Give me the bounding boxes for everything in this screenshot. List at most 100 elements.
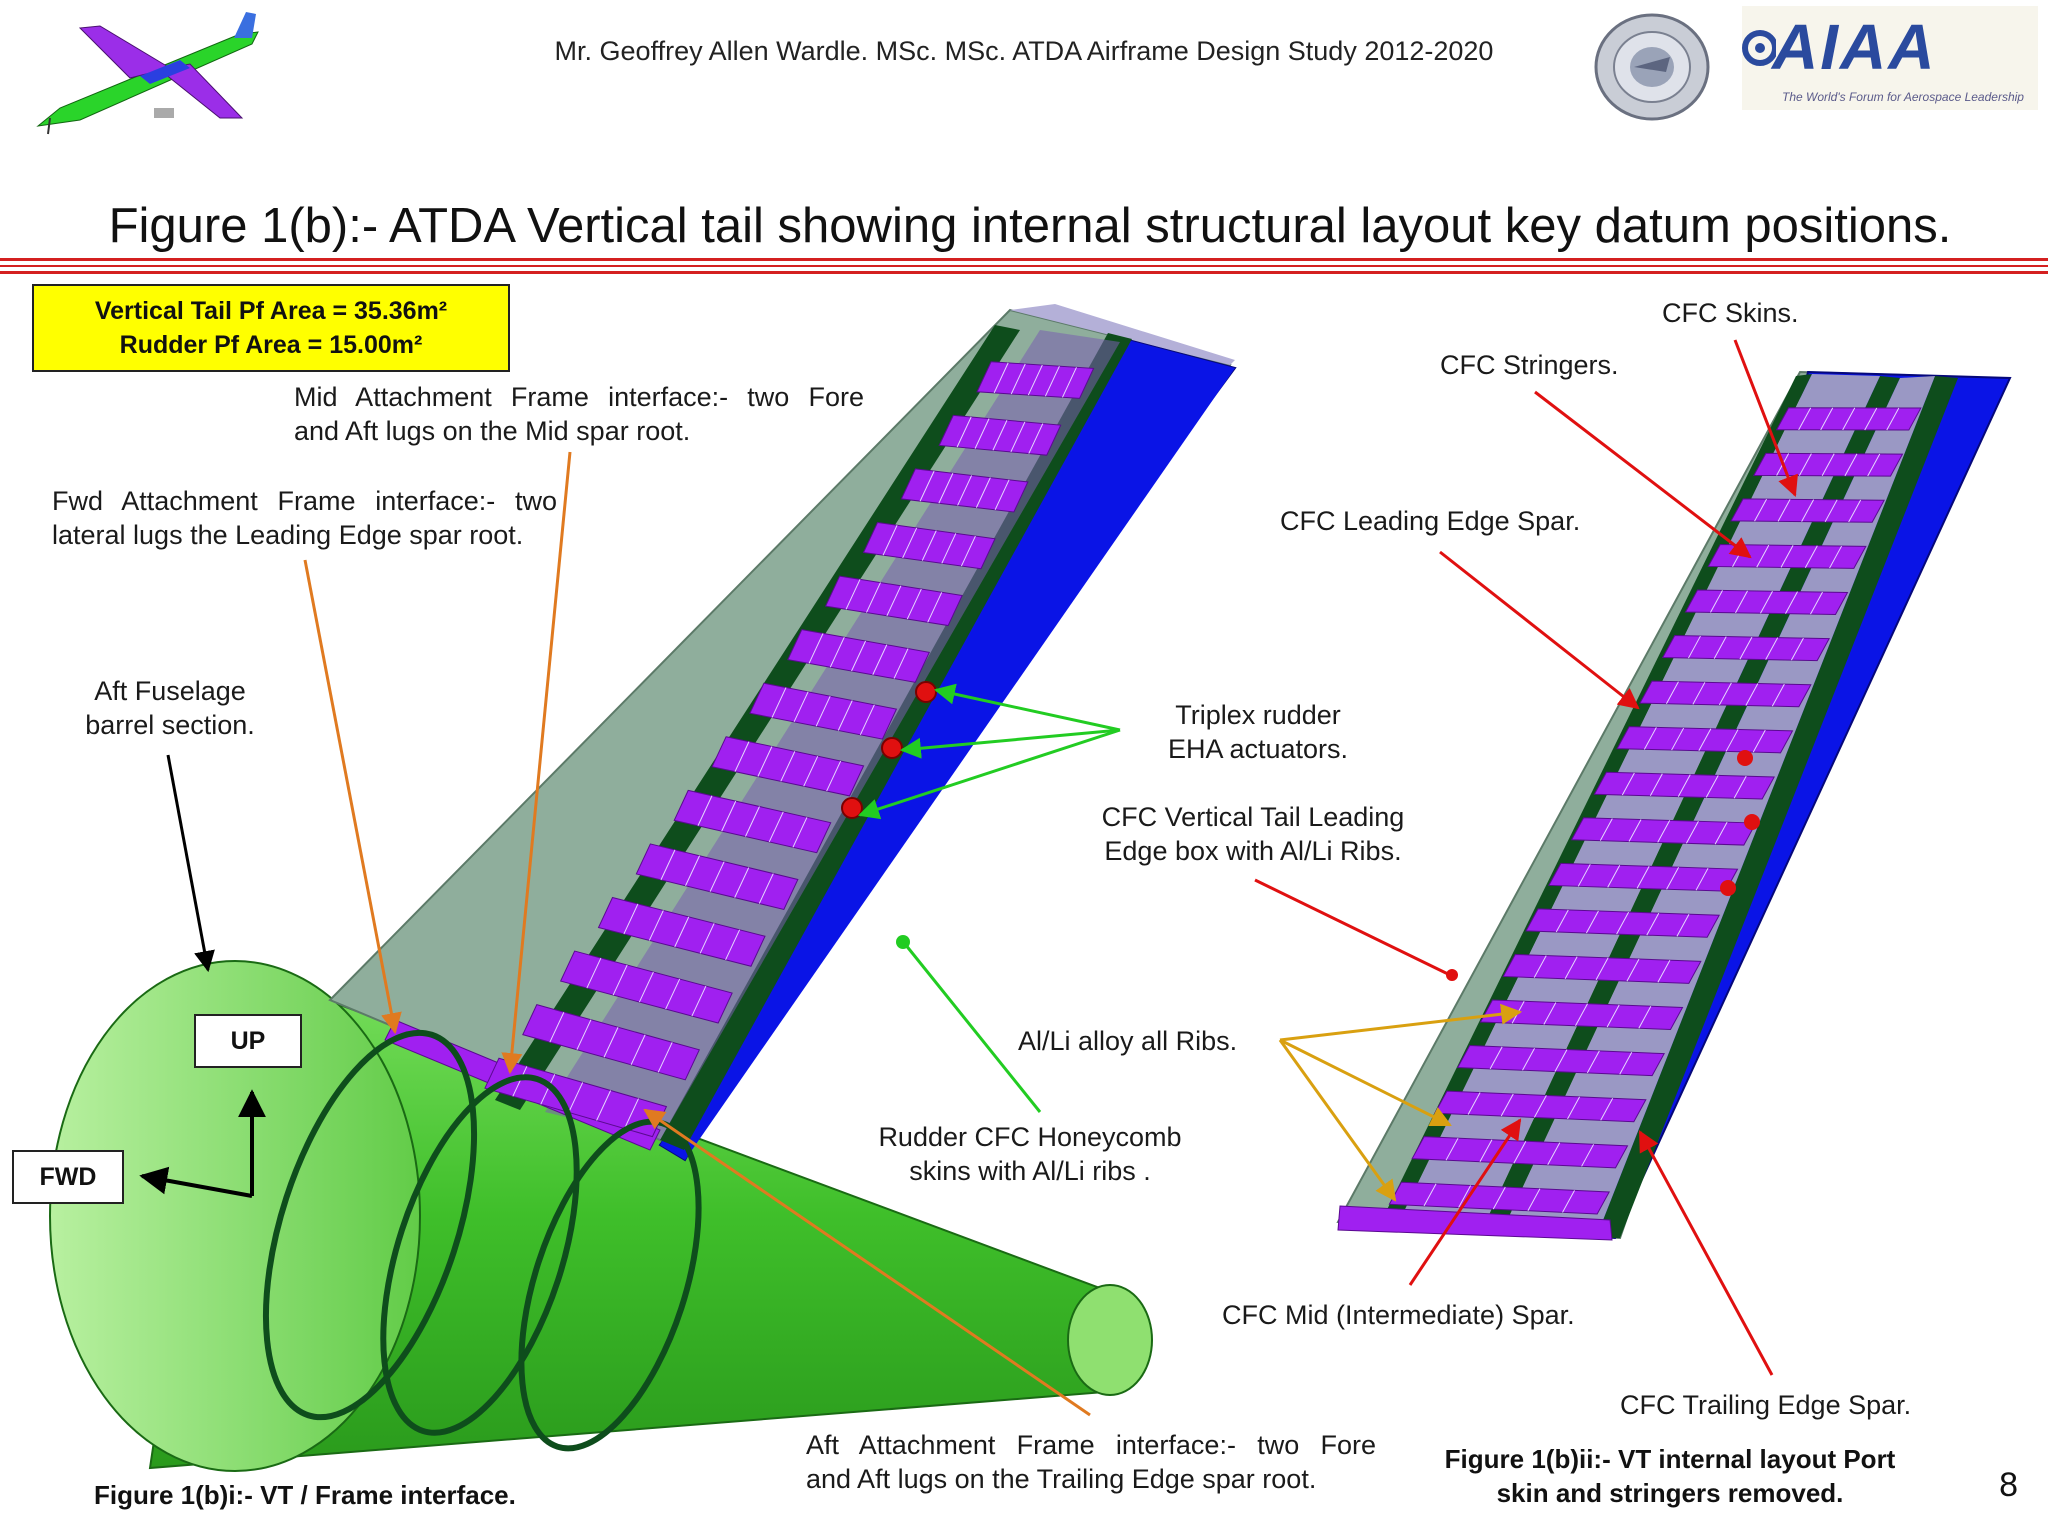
left-stringer [956, 416, 972, 448]
le-box-label-2: Edge box with Al/Li Ribs. [1104, 836, 1402, 866]
left-stringer [866, 582, 881, 613]
right-stringer [1848, 499, 1862, 523]
left-stringer [815, 695, 831, 727]
right-stringer [1423, 1183, 1437, 1207]
cfc-skins-label: CFC Skins. [1662, 298, 1799, 328]
planform-area-box: Vertical Tail Pf Area = 35.36m² Rudder P… [32, 284, 510, 372]
left-stringer [697, 795, 713, 826]
right-stringer [1586, 1050, 1600, 1074]
left-stringer [721, 800, 737, 832]
eha-actuators-right [1720, 750, 1760, 896]
right-stringer [1713, 636, 1727, 659]
left-stringer [638, 971, 654, 1003]
left-stringer [549, 1011, 565, 1043]
right-stringer [1522, 1048, 1535, 1071]
left-stringer [699, 923, 715, 954]
mid-attach-label-2: and Aft lugs on the Mid spar root. [294, 416, 691, 446]
triplex-label-2: EHA actuators. [1167, 734, 1349, 764]
cfc-te-spar-label: CFC Trailing Edge Spar. [1620, 1390, 1912, 1420]
left-stringer [927, 592, 943, 623]
left-stringer [974, 418, 990, 449]
left-stringer [685, 855, 700, 886]
aircraft-thumbnail-icon [36, 12, 259, 135]
aft-attach-label-1: Aft Attachment Frame interface:- two For… [806, 1430, 1376, 1460]
left-stringer [872, 644, 888, 675]
cfc-stringers-label: CFC Stringers. [1440, 350, 1619, 380]
alli-ribs-label: Al/Li alloy all Ribs. [1018, 1026, 1238, 1056]
rudder-label-2: skins with Al/Li ribs . [909, 1156, 1151, 1186]
left-stringer [893, 648, 909, 679]
le-box-label-1: CFC Vertical Tail Leading [1101, 802, 1405, 832]
right-stringer [1458, 1185, 1472, 1208]
right-stringer [1756, 544, 1770, 568]
right-stringer [1688, 635, 1701, 659]
right-stringer [1671, 727, 1685, 751]
left-stringer [808, 633, 824, 664]
left-stringer [886, 585, 902, 617]
right-stringer [1760, 591, 1773, 614]
title-rule-mid [0, 265, 2048, 267]
left-stringer [725, 929, 741, 961]
right-stringer [1562, 1190, 1575, 1213]
left-stringer [845, 579, 861, 610]
right-stringer [1467, 1092, 1481, 1115]
right-stringer [1567, 1096, 1580, 1120]
left-stringer [512, 1066, 528, 1097]
left-stringer [829, 636, 845, 668]
aft-fuselage-label-1: Aft Fuselage [94, 676, 246, 706]
right-stringer [1798, 407, 1812, 431]
right-stringer [1657, 820, 1671, 843]
left-stringer [768, 811, 784, 843]
right-stringer [1600, 1098, 1614, 1121]
rudder-area-text: Rudder Pf Area = 15.00m² [119, 331, 423, 359]
right-stringer [1821, 453, 1835, 476]
raes-seal-icon [1594, 13, 1710, 121]
right-stringer [1606, 1004, 1620, 1028]
left-stringer [674, 916, 690, 948]
leader-arrows [139, 339, 1798, 1417]
right-stringer [1619, 1052, 1633, 1075]
right-stringer [1554, 1049, 1568, 1072]
aiaa-swirl-icon [1742, 30, 1776, 66]
right-stringer [1798, 453, 1812, 476]
right-stringer [1705, 775, 1719, 798]
triplex-label-1: Triplex rudder [1175, 700, 1341, 730]
left-stringer [792, 817, 808, 848]
cfc-le-spar-label: CFC Leading Edge Spar. [1280, 506, 1581, 536]
left-stringer [1044, 365, 1060, 397]
right-stringer [1665, 681, 1679, 704]
right-stringer [1733, 775, 1747, 799]
cfc-mid-spar-label: CFC Mid (Intermediate) Spar. [1222, 1300, 1575, 1330]
right-stringer [1595, 957, 1609, 981]
right-stringer [1780, 545, 1794, 568]
right-stringer [1790, 637, 1804, 661]
right-stringer [1844, 453, 1858, 477]
left-stringer [960, 535, 976, 567]
right-stringer [1643, 727, 1657, 750]
right-stringer [1581, 1144, 1595, 1167]
right-stringer [1810, 591, 1823, 615]
right-stringer [1676, 913, 1690, 937]
left-stringer [745, 806, 760, 837]
right-stringer [1714, 821, 1728, 845]
left-stringer [596, 1090, 612, 1121]
right-stringer [1513, 1141, 1527, 1164]
right-stringer [1785, 591, 1798, 614]
right-stringer [1492, 1186, 1506, 1210]
left-stringer [906, 588, 922, 620]
right-stringer [1666, 866, 1680, 890]
right-stringer [1698, 728, 1712, 751]
left-stringer [902, 527, 918, 559]
right-figure-caption-1: Figure 1(b)ii:- VT internal layout Port [1444, 1444, 1896, 1474]
left-stringer [919, 470, 935, 502]
left-stringer [994, 479, 1010, 511]
left-stringer [624, 1098, 639, 1129]
right-stringer [1820, 407, 1834, 431]
right-stringer [1765, 637, 1779, 660]
right-stringer [1771, 683, 1785, 707]
right-stringer [1564, 956, 1578, 979]
left-stringer [941, 533, 957, 564]
aft-fuselage-label-2: barrel section. [85, 710, 255, 740]
right-tail-ribs [1388, 407, 1922, 1215]
